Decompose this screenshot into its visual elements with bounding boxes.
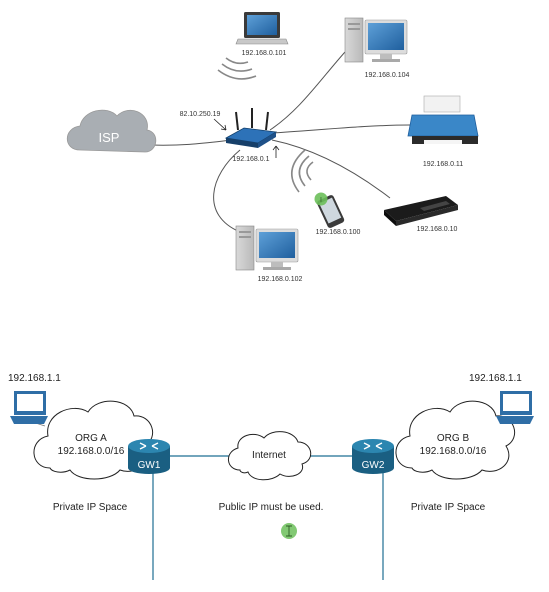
phone-100: I bbox=[291, 149, 345, 228]
laptop-101 bbox=[235, 12, 289, 45]
ip-label-10: 192.168.0.10 bbox=[416, 226, 458, 233]
org-a-subnet: 192.168.0.0/16 bbox=[57, 446, 125, 457]
wan-ip-arrow bbox=[213, 118, 227, 131]
wifi-waves-laptop bbox=[217, 57, 257, 80]
desktop-104 bbox=[344, 17, 408, 63]
router-wan-ip-label: 82.10.250.19 bbox=[179, 111, 221, 118]
ip-label-101: 192.168.0.101 bbox=[241, 50, 287, 57]
set-top-box-10 bbox=[384, 196, 458, 226]
ip-label-104: 192.168.0.104 bbox=[364, 72, 410, 79]
wifi-waves-phone bbox=[291, 149, 314, 193]
isp-cable bbox=[149, 139, 233, 146]
home-network-diagram: ISP bbox=[66, 12, 479, 271]
cables bbox=[149, 51, 411, 233]
internet-cloud bbox=[228, 431, 312, 481]
isp-label: ISP bbox=[99, 130, 120, 145]
cable-to-desktop-102 bbox=[213, 149, 241, 233]
left-host-laptop bbox=[10, 391, 48, 424]
cable-to-set-top-box bbox=[271, 139, 391, 199]
org-b-name: ORG B bbox=[436, 433, 470, 444]
cable-to-desktop-104 bbox=[269, 51, 346, 131]
ip-label-100: 192.168.0.100 bbox=[315, 229, 361, 236]
isp-cloud bbox=[66, 109, 157, 153]
right-space-label: Private IP Space bbox=[410, 502, 486, 513]
org-a-name: ORG A bbox=[75, 433, 107, 444]
nat-diagram bbox=[10, 391, 534, 580]
printer-11 bbox=[407, 95, 479, 144]
right-host-ip: 192.168.1.1 bbox=[469, 373, 522, 384]
org-b-subnet: 192.168.0.0/16 bbox=[419, 446, 487, 457]
gw1-label: GW1 bbox=[137, 460, 161, 471]
cable-to-printer bbox=[272, 124, 411, 134]
left-host-ip: 192.168.1.1 bbox=[8, 373, 61, 384]
router-lan-ip-label: 192.168.0.1 bbox=[232, 156, 270, 163]
org-a-cloud bbox=[33, 400, 154, 480]
cursor-mark bbox=[272, 145, 280, 158]
center-note-label: Public IP must be used. bbox=[218, 502, 324, 513]
right-host-laptop bbox=[496, 391, 534, 424]
ip-label-11: 192.168.0.11 bbox=[422, 161, 464, 168]
gw2-router bbox=[352, 439, 394, 474]
svg-text:I: I bbox=[320, 197, 322, 204]
wifi-router bbox=[224, 108, 278, 148]
gw1-router bbox=[128, 439, 170, 474]
gw2-label: GW2 bbox=[361, 460, 385, 471]
left-space-label: Private IP Space bbox=[52, 502, 128, 513]
cursor-highlight bbox=[314, 192, 328, 206]
desktop-102 bbox=[235, 225, 299, 271]
internet-label: Internet bbox=[252, 450, 286, 461]
ip-label-102: 192.168.0.102 bbox=[257, 276, 303, 283]
